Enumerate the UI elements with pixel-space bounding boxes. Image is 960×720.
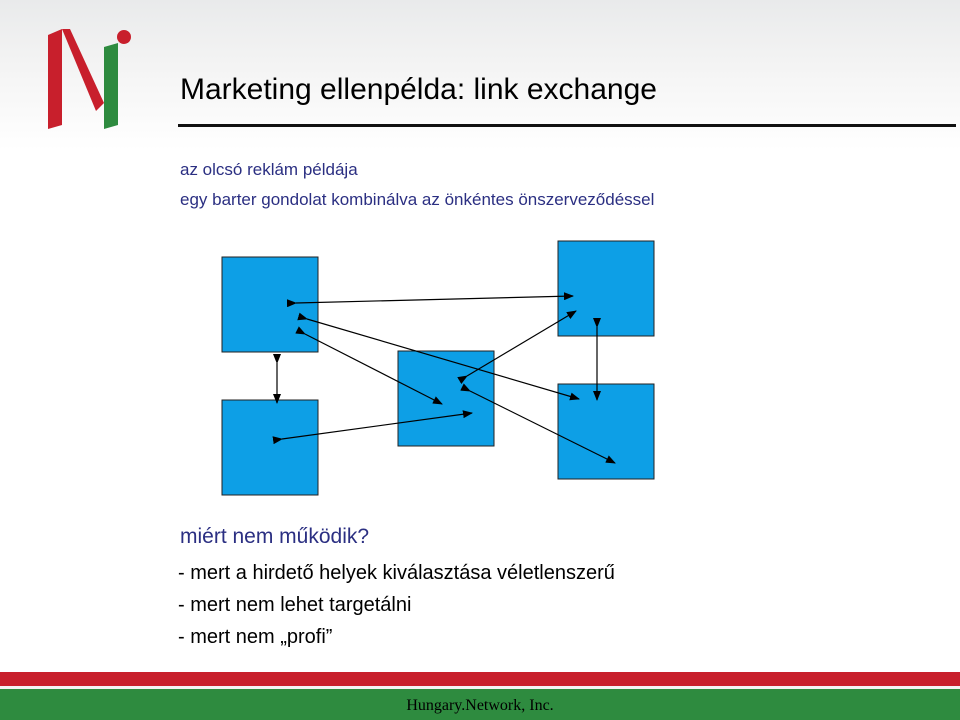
subtitle-line-2: egy barter gondolat kombinálva az önként… [180, 190, 655, 209]
hungary-network-logo-icon [48, 29, 131, 129]
reason-line-3: - mert nem „profi” [178, 626, 333, 648]
reason-line-1: - mert a hirdető helyek kiválasztása vél… [178, 562, 615, 584]
title-divider [178, 124, 956, 127]
arrow-center-to-top-right [457, 310, 577, 385]
arrow-top-left-to-top-right [286, 292, 574, 308]
site-box-top-left [221, 256, 319, 353]
site-box-center [397, 350, 495, 447]
arrow-bottom-left-to-center [272, 410, 473, 445]
footer-stripe-red [0, 672, 960, 686]
footer-company-name: Hungary.Network, Inc. [406, 697, 554, 714]
site-box-bottom-left [221, 399, 319, 496]
footer-bar [0, 672, 960, 720]
subtitle-line-1: az olcsó reklám példája [180, 160, 358, 179]
question-heading: miért nem működik? [180, 525, 370, 548]
footer-stripe-green [0, 689, 960, 720]
footer-stripe-white [0, 686, 960, 689]
reason-line-2: - mert nem lehet targetálni [178, 594, 412, 616]
site-box-top-right [557, 240, 655, 337]
site-box-bottom-right [557, 383, 655, 480]
arrow-center-to-bottom-right [460, 383, 616, 464]
link-exchange-diagram [221, 240, 655, 496]
slide-title: Marketing ellenpélda: link exchange [180, 73, 657, 106]
